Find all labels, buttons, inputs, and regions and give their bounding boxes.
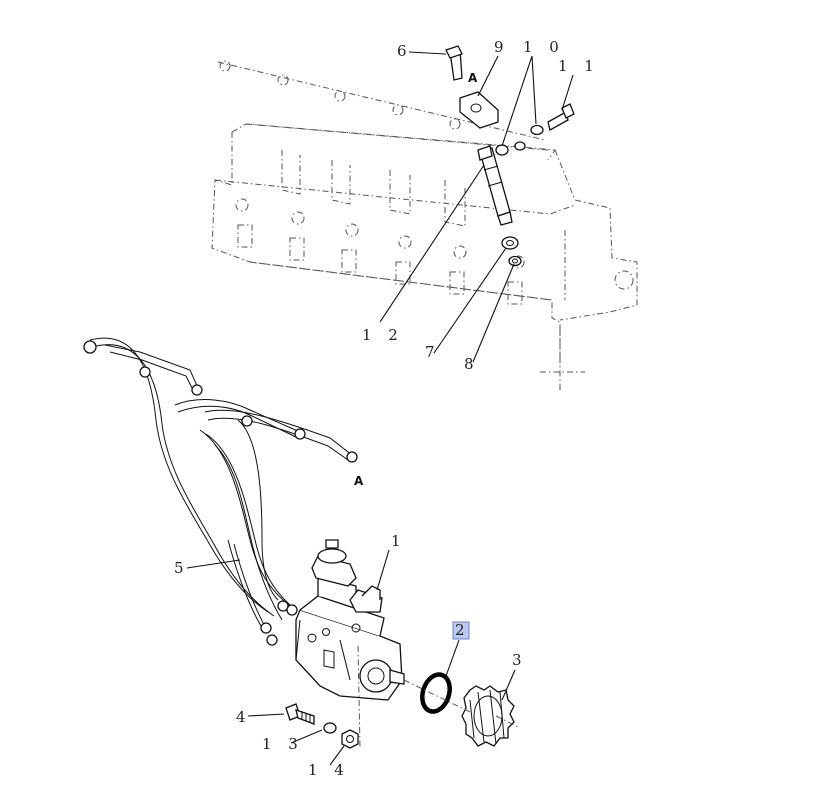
callout-5[interactable]: 5: [174, 559, 184, 577]
callout-11[interactable]: 1 1: [558, 57, 600, 75]
view-marker-a-lower: A: [354, 474, 364, 488]
pump-bolt-part: [285, 703, 315, 725]
callout-4[interactable]: 4: [236, 708, 246, 726]
injector-part: [477, 145, 513, 226]
callout-2[interactable]: 2: [455, 621, 465, 639]
injection-pump-part: [295, 539, 405, 701]
injector-washer-part: [501, 236, 522, 267]
o-ring-part: [420, 672, 452, 714]
callout-2-highlight: [452, 621, 470, 640]
callout-7[interactable]: 7: [425, 343, 435, 361]
callout-12[interactable]: 1 2: [362, 326, 404, 344]
callout-14[interactable]: 1 4: [308, 761, 350, 779]
engine-block-phantom: [211, 60, 638, 392]
stud-centerline: [357, 645, 361, 749]
callout-8[interactable]: 8: [464, 355, 474, 373]
drive-axis-centerline: [403, 679, 521, 729]
pump-washer-part: [323, 722, 337, 734]
callout-6[interactable]: 6: [397, 42, 407, 60]
pump-nut-part: [341, 729, 359, 749]
callout-3[interactable]: 3: [512, 651, 522, 669]
injector-clamp-part: [445, 45, 499, 129]
drive-gear-part: [461, 685, 515, 747]
callout-9[interactable]: 9: [494, 38, 504, 56]
view-marker-a-upper: A: [468, 71, 478, 85]
callout-13[interactable]: 1 3: [262, 735, 304, 753]
callout-10[interactable]: 1 0: [523, 38, 565, 56]
callout-1[interactable]: 1: [391, 532, 401, 550]
injector-pipes-part: [83, 337, 358, 646]
clamp-washer-bolt-part: [495, 103, 575, 156]
leader-lines: [186, 51, 574, 766]
